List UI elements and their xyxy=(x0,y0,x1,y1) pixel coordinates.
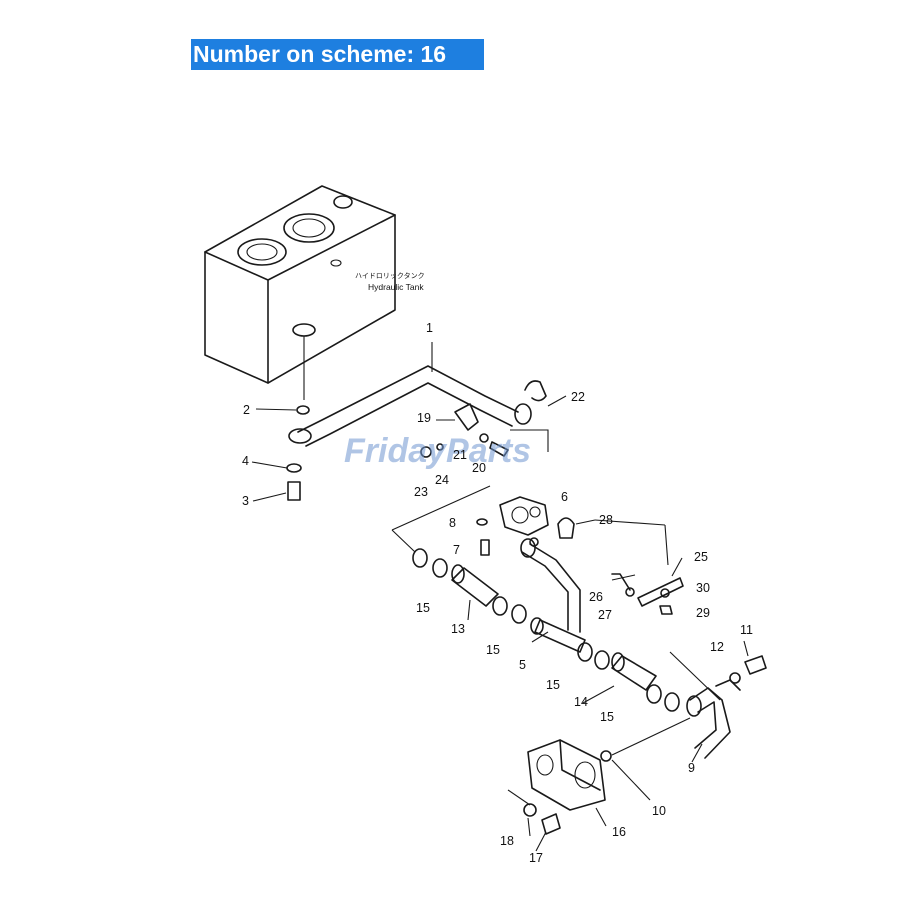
callout-6: 6 xyxy=(561,490,568,504)
callout-7: 7 xyxy=(453,543,460,557)
callout-26: 26 xyxy=(589,590,603,604)
callout-16: 16 xyxy=(612,825,626,839)
callout-28: 28 xyxy=(599,513,613,527)
callout-30: 30 xyxy=(696,581,710,595)
callout-15b: 15 xyxy=(486,643,500,657)
callout-leaders xyxy=(251,395,749,852)
hardware xyxy=(286,405,767,835)
callout-9: 9 xyxy=(688,761,695,775)
callout-5: 5 xyxy=(519,658,526,672)
callout-24: 24 xyxy=(435,473,449,487)
watermark: FridayParts xyxy=(344,432,531,470)
tank-label-en: Hydraulic Tank xyxy=(368,282,424,292)
hydraulic-tank: ハイドロリックタンク Hydraulic Tank xyxy=(204,185,425,400)
callout-14: 14 xyxy=(574,695,588,709)
tank-label-jp: ハイドロリックタンク xyxy=(355,271,425,280)
callout-18: 18 xyxy=(500,834,514,848)
callout-29: 29 xyxy=(696,606,710,620)
callout-3: 3 xyxy=(242,494,249,508)
suction-pipe xyxy=(288,342,547,447)
hose-clamps xyxy=(412,548,680,712)
callout-10: 10 xyxy=(652,804,666,818)
callout-15a: 15 xyxy=(416,601,430,615)
elbow-pipe xyxy=(520,538,586,653)
callout-22: 22 xyxy=(571,390,585,404)
callout-27: 27 xyxy=(598,608,612,622)
main-gear-pump xyxy=(527,739,606,811)
small-pump xyxy=(499,496,549,536)
callout-11: 11 xyxy=(740,623,753,637)
outlet-pipe xyxy=(686,679,741,759)
callout-12: 12 xyxy=(710,640,724,654)
callout-13: 13 xyxy=(451,622,465,636)
leader-lines xyxy=(391,429,721,806)
callout-8: 8 xyxy=(449,516,456,530)
callout-20: 20 xyxy=(472,461,486,475)
hoses xyxy=(451,564,657,691)
callout-21: 21 xyxy=(453,448,467,462)
callout-4: 4 xyxy=(242,454,249,468)
callout-2: 2 xyxy=(243,403,250,417)
scheme-number-banner: Number on scheme: 16 xyxy=(191,39,484,70)
callout-numbers: 1 2 3 4 5 6 7 8 9 10 11 12 13 14 15 15 1… xyxy=(242,321,753,865)
callout-1: 1 xyxy=(426,321,433,335)
callout-15c: 15 xyxy=(546,678,560,692)
callout-15d: 15 xyxy=(600,710,614,724)
callout-25: 25 xyxy=(694,550,708,564)
callout-23: 23 xyxy=(414,485,428,499)
callout-17: 17 xyxy=(529,851,543,865)
callout-19: 19 xyxy=(417,411,431,425)
